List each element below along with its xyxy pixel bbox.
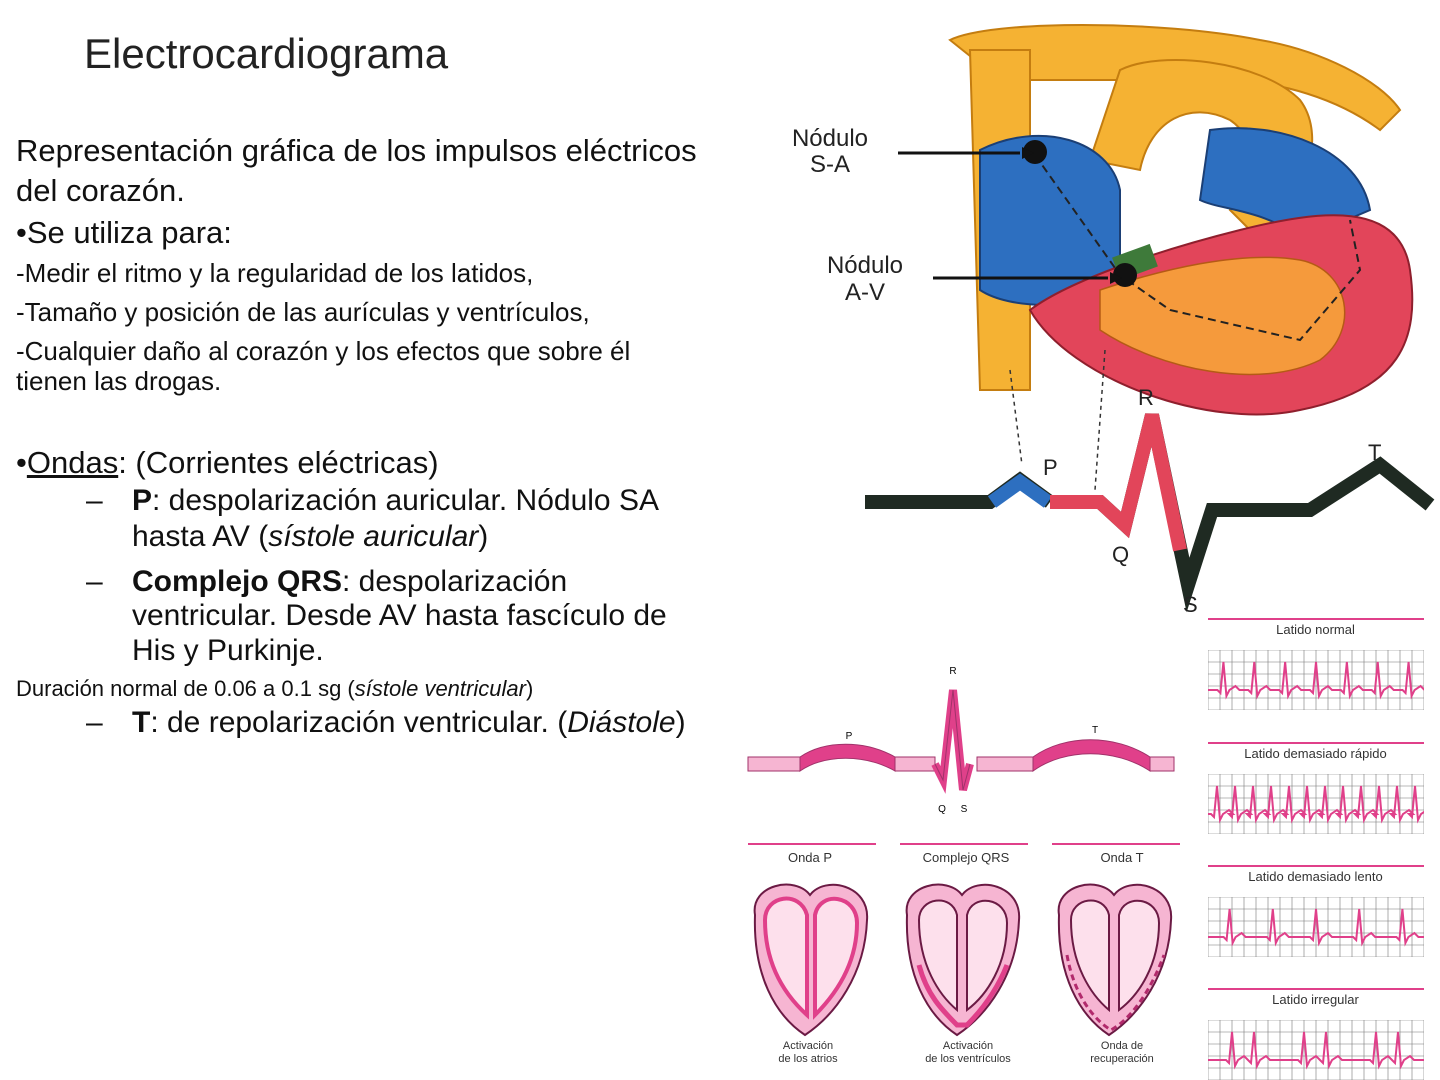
heart-ventricle-activation [905, 883, 1021, 1037]
ecg-label-t: T [1368, 440, 1381, 465]
duration-note: Duración normal de 0.06 a 0.1 sg (sístol… [16, 676, 534, 701]
strip-title: Latido demasiado rápido [1244, 746, 1387, 761]
strip-ecg [1208, 1020, 1424, 1080]
ecg-label-s: S [1183, 592, 1198, 617]
left-atrium [1198, 127, 1372, 242]
pink-label-r: R [949, 666, 956, 677]
caption-onda-p: Onda P [787, 850, 833, 865]
heart-activation-diagrams [753, 883, 1173, 1037]
wave-qrs-line-3: His y Purkinje. [132, 634, 324, 667]
caption-onda-t: Onda T [1100, 850, 1144, 865]
pink-label-p: P [846, 731, 853, 742]
strip-divider [1208, 618, 1424, 620]
ondas-heading: •Ondas: (Corrientes eléctricas) [16, 445, 439, 480]
heart-atria-activation [753, 883, 869, 1037]
pink-ecg-complex: R P T Q S [747, 666, 1175, 815]
use-item-3: -Cualquier daño al corazón y los efectos… [16, 336, 631, 396]
strip-title: Latido irregular [1272, 992, 1359, 1007]
strip-trace [1208, 785, 1424, 824]
wave-t-line: –T: de repolarización ventricular. (Diás… [86, 706, 686, 739]
heart-recovery [1057, 883, 1173, 1037]
ecg-label-p: P [1043, 455, 1058, 480]
strip-title: Latido demasiado lento [1248, 869, 1383, 884]
pink-label-q: Q [938, 804, 946, 815]
use-item-1: -Medir el ritmo y la regularidad de los … [16, 258, 534, 288]
slide-title: Electrocardiograma [84, 30, 449, 77]
strip-title: Latido normal [1276, 622, 1355, 637]
strip-ecg [1208, 650, 1424, 710]
ecg-label-q: Q [1112, 542, 1129, 567]
strip-divider [1208, 742, 1424, 744]
av-label-1: Nódulo [827, 252, 903, 279]
wave-qrs-line-2: ventricular. Desde AV hasta fascículo de [132, 599, 667, 632]
intro-line-1: Representación gráfica de los impulsos e… [16, 133, 697, 168]
strip-divider [1208, 865, 1424, 867]
sa-label-2: S-A [810, 151, 850, 178]
sa-node [1023, 140, 1047, 164]
heart-conduction-diagram: Nódulo S-A Nódulo A-V P R Q S T [792, 24, 1435, 617]
av-node [1113, 263, 1137, 287]
sa-label-1: Nódulo [792, 125, 868, 152]
wave-p-line: –P: despolarización auricular. Nódulo SA [86, 484, 659, 517]
strip-trace [1208, 661, 1424, 700]
pink-label-t: T [1092, 725, 1098, 736]
strip-ecg [1208, 774, 1424, 834]
pink-label-s: S [961, 804, 968, 815]
strip-divider [1208, 988, 1424, 990]
use-item-2: -Tamaño y posición de las aurículas y ve… [16, 297, 590, 327]
caption-qrs: Complejo QRS [922, 850, 1010, 865]
strip-trace [1208, 908, 1424, 947]
strip-trace [1208, 1031, 1424, 1070]
wave-qrs-line: –Complejo QRS: despolarización [86, 565, 568, 598]
av-label-2: A-V [845, 279, 885, 306]
uses-heading: •Se utiliza para: [16, 215, 232, 250]
strip-ecg [1208, 897, 1424, 957]
ecg-label-r: R [1138, 385, 1154, 410]
wave-p-line-2: hasta AV (sístole auricular) [132, 520, 489, 553]
intro-line-2: del corazón. [16, 173, 185, 208]
right-atrium [979, 135, 1121, 306]
